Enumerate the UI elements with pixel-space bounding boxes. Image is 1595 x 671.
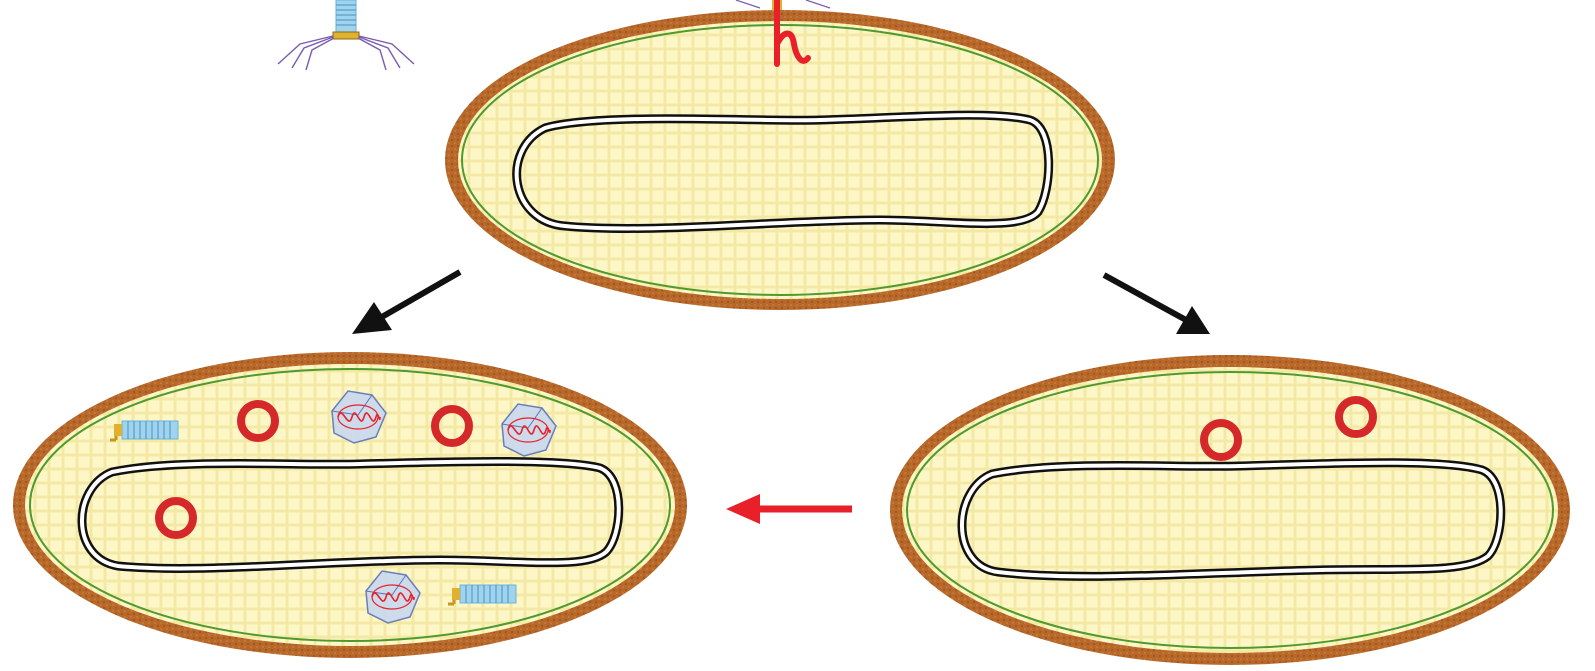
bacteriophage-icon bbox=[278, 0, 414, 70]
cytoplasm bbox=[902, 367, 1558, 653]
phage-tail-icon bbox=[333, 0, 359, 39]
phage-fibers-icon bbox=[278, 36, 414, 70]
bacterium-top bbox=[445, 0, 1115, 310]
arrow-to-lytic bbox=[352, 272, 460, 334]
bacterium-lytic bbox=[13, 352, 687, 658]
bacterium-lysogenic bbox=[890, 355, 1570, 665]
arrow-to-lysogenic bbox=[1104, 275, 1210, 334]
arrow-induction bbox=[726, 494, 852, 524]
